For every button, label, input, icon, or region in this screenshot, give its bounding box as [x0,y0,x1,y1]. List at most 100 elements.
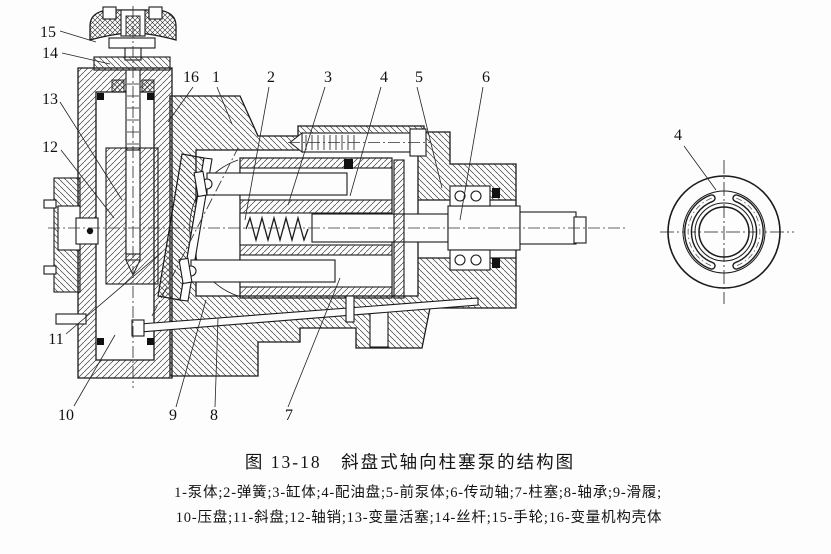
valve-plate [393,159,405,299]
leader-line [416,86,443,189]
callout-number: 3 [324,69,332,86]
bearing-ball [470,190,482,202]
callout-number: 10 [58,407,74,424]
screw-bearing [111,79,125,93]
leader-line [73,334,116,407]
detail-bore-circle [698,206,750,258]
callout-detail-4: 4 [674,127,717,191]
handwheel-bar [108,37,156,49]
handwheel-notch [102,6,117,20]
screw-bearing [141,79,155,93]
control-rod-end [131,319,145,337]
bearing-ball [454,190,466,202]
kidney-slot-axis-left [687,197,712,267]
callout-number: 15 [40,24,56,41]
leader-line [65,251,163,335]
spring [245,215,309,243]
main-section-view [43,6,628,388]
callouts: 15 14 13 12 11 10 9 8 [40,24,717,424]
figure-legend-line2: 10-压盘;11-斜盘;12-轴销;13-变量活塞;14-丝杆;15-手轮;16… [176,508,663,526]
seal-ring [97,93,104,100]
callout-number: 1 [212,69,220,86]
leader-line [214,317,219,408]
callout-2: 2 [244,69,275,221]
top-bolt [288,128,430,157]
callout-number: 2 [267,69,275,86]
kidney-slot-axis-right [736,197,761,267]
leader-line [59,30,97,43]
bearing-lower [449,249,500,271]
callout-7: 7 [285,277,341,424]
callout-number: 6 [482,69,490,86]
detail-inner-circle [694,202,754,262]
leader-line [167,86,194,123]
piston-top [206,172,348,196]
piston-bottom [190,259,336,283]
callout-number: 11 [48,331,63,348]
callout-number: 7 [285,407,293,424]
cover-bolt[interactable] [43,199,57,209]
bearing-ball [454,254,466,266]
callout-number: 4 [380,69,388,86]
callout-number: 5 [415,69,423,86]
detail-mid-circle [682,190,766,274]
screw-flange [93,56,171,71]
callout-16: 16 [167,69,199,123]
seal-ring [147,338,154,345]
cover-bolt[interactable] [43,265,57,275]
callout-10: 10 [58,334,116,424]
leader-line [61,52,111,65]
callout-number: 16 [183,69,199,86]
leader-line [287,86,326,206]
seal-block [344,159,353,169]
bearing-upper [449,185,500,207]
leader-line [59,101,123,201]
leader-line [683,145,717,191]
leader-line [459,86,484,221]
callout-number: 13 [42,91,58,108]
handwheel-notch [148,6,163,20]
callout-5: 5 [415,69,443,189]
callout-12: 12 [42,139,115,219]
cover-bottom-bolt[interactable] [55,313,87,325]
callout-1: 1 [212,69,233,125]
callout-number: 9 [169,407,177,424]
callout-number: 12 [42,139,58,156]
callout-9: 9 [169,299,207,424]
callout-11: 11 [48,251,163,348]
callout-14: 14 [42,45,111,65]
leader-line [60,149,115,219]
callout-13: 13 [42,91,123,201]
callout-8: 8 [210,317,219,424]
callout-4: 4 [349,69,388,197]
control-rod-pin [345,295,355,323]
leader-line [244,86,270,221]
swash-axis-centerline [151,147,239,317]
callout-15: 15 [40,24,97,43]
slipper [178,257,193,285]
shaft-end [573,216,587,244]
seal-ring [97,338,104,345]
bearing-seal [492,258,500,268]
leader-line [349,86,382,197]
slipper [193,170,208,198]
bearing-seal [492,188,500,198]
callout-3: 3 [287,69,332,206]
seal-ring [147,93,154,100]
caption: 图 13-18 斜盘式轴向柱塞泵的结构图 1-泵体;2-弹簧;3-缸体;4-配油… [174,452,663,526]
detail-outer-circle [667,175,781,289]
callout-number: 8 [210,407,218,424]
callout-number: 14 [42,45,58,62]
figure-title: 图 13-18 斜盘式轴向柱塞泵的结构图 [245,452,575,472]
callout-6: 6 [459,69,490,221]
figure-legend-line1: 1-泵体;2-弹簧;3-缸体;4-配油盘;5-前泵体;6-传动轴;7-柱塞;8-… [174,483,662,501]
valve-plate-detail-view [660,160,794,304]
bearing-ball [470,254,482,266]
callout-number: 4 [674,127,682,144]
control-rod [131,295,479,337]
leader-line [287,277,341,408]
leader-line [175,299,207,408]
axle-pin-center [86,227,94,235]
